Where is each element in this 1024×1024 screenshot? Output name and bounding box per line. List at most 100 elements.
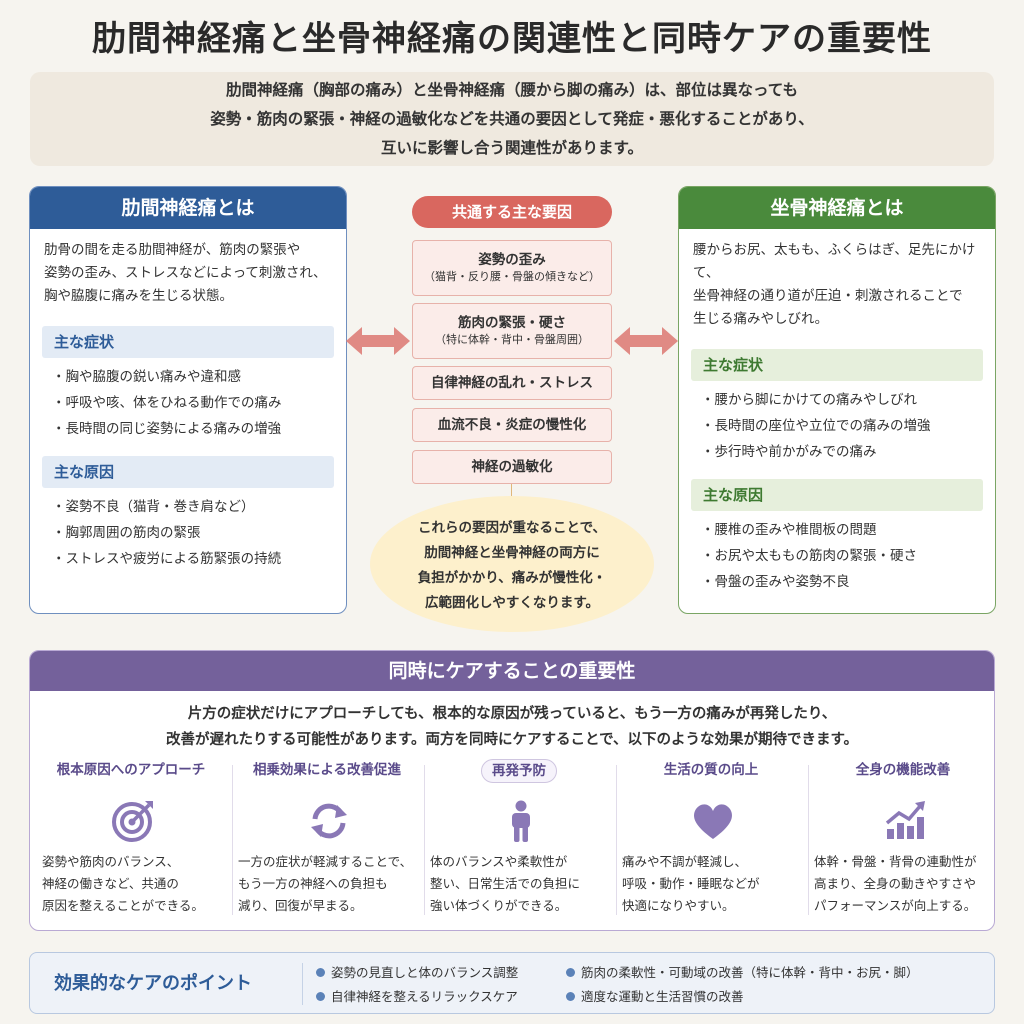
list-item: 胸や脇腹の鋭い痛みや違和感 (52, 364, 334, 390)
benefit-whole-body: 全身の機能改善 体幹・骨盤・背骨の連動性が 高まり、全身の動きやすさや パフォー… (808, 759, 994, 925)
divider (808, 765, 809, 915)
factor-autonomic: 自律神経の乱れ・ストレス (412, 366, 612, 400)
divider (302, 963, 303, 1005)
bullet-dot-icon (566, 968, 575, 977)
factor-label: 筋肉の緊張・硬さ (458, 315, 566, 331)
benefit-root-cause: 根本原因へのアプローチ 姿勢や筋肉のバランス、 神経の働きなど、共通の 原因を整… (36, 759, 226, 925)
benefit-line: 一方の症状が軽減することで、 (238, 854, 413, 869)
sciatica-symptoms-list: 腰から脚にかけての痛みやしびれ 長時間の座位や立位での痛みの増強 歩行時や前かが… (679, 381, 995, 465)
benefit-line: 減り、回復が早まる。 (238, 898, 363, 913)
list-item: 歩行時や前かがみでの痛み (701, 439, 983, 465)
page-title: 肋間神経痛と坐骨神経痛の関連性と同時ケアの重要性 (92, 19, 932, 59)
benefit-text: 体のバランスや柔軟性が 整い、日常生活での負担に 強い体づくりができる。 (430, 851, 614, 917)
benefit-title: 再発予防 (481, 759, 557, 783)
care-point-item: 筋肉の柔軟性・可動域の改善（特に体幹・背中・お尻・脚） (566, 964, 919, 982)
list-item: 長時間の座位や立位での痛みの増強 (701, 413, 983, 439)
intro-line: 姿勢・筋肉の緊張・神経の過敏化などを共通の要因として発症・悪化することがあり、 (210, 110, 814, 128)
benefits-row: 根本原因へのアプローチ 姿勢や筋肉のバランス、 神経の働きなど、共通の 原因を整… (36, 759, 990, 929)
list-item: 骨盤の歪みや姿勢不良 (701, 569, 983, 595)
intercostal-description: 肋骨の間を走る肋間神経が、筋肉の緊張や 姿勢の歪み、ストレスなどによって刺激され… (30, 229, 346, 308)
factor-label: 姿勢の歪み (478, 252, 546, 268)
factor-note: （特に体幹・背中・骨盤周囲） (435, 333, 589, 346)
benefit-line: 姿勢や筋肉のバランス、 (42, 854, 180, 869)
common-factors-heading: 共通する主な要因 (412, 196, 612, 228)
benefit-synergy: 相乗効果による改善促進 一方の症状が軽減することで、 もう一方の神経への負担も … (232, 759, 422, 925)
intro-line: 肋間神経痛（胸部の痛み）と坐骨神経痛（腰から脚の痛み）は、部位は異なっても (226, 81, 798, 99)
care-point-text: 自律神経を整えるリラックスケア (331, 989, 518, 1004)
care-point-text: 姿勢の見直しと体のバランス調整 (331, 965, 519, 980)
divider (616, 765, 617, 915)
care-point-item: 適度な運動と生活習慣の改善 (566, 988, 744, 1006)
description-line: 生じる痛みやしびれ。 (693, 311, 829, 327)
care-point-item: 自律神経を整えるリラックスケア (316, 988, 518, 1006)
factor-label: 自律神経の乱れ・ストレス (431, 375, 593, 391)
target-icon (112, 801, 153, 842)
summary-line: 負担がかかり、痛みが慢性化・ (417, 570, 607, 586)
summary-bubble: これらの要因が重なることで、 肋間神経と坐骨神経の両方に 負担がかかり、痛みが慢… (370, 496, 654, 632)
benefit-title: 生活の質の向上 (663, 762, 759, 778)
factor-posture: 姿勢の歪み （猫背・反り腰・骨盤の傾きなど） (412, 240, 612, 296)
heart-icon (694, 804, 732, 839)
care-points-title: 効果的なケアのポイント (54, 973, 252, 994)
list-item: 腰椎の歪みや椎間板の問題 (701, 517, 983, 543)
care-point-item: 姿勢の見直しと体のバランス調整 (316, 964, 518, 982)
list-item: 姿勢不良（猫背・巻き肩など） (52, 494, 334, 520)
benefit-quality-of-life: 生活の質の向上 痛みや不調が軽減し、 呼吸・動作・睡眠などが 快適になりやすい。 (616, 759, 806, 925)
care-points-box: 効果的なケアのポイント 姿勢の見直しと体のバランス調整 筋肉の柔軟性・可動域の改… (29, 952, 995, 1014)
factor-blood-flow: 血流不良・炎症の慢性化 (412, 408, 612, 442)
benefit-prevention: 再発予防 体のバランスや柔軟性が 整い、日常生活での負担に 強い体づくりができる… (424, 759, 614, 925)
growth-chart-icon (885, 801, 925, 839)
description-line: 坐骨神経の通り道が圧迫・刺激されることで (693, 288, 963, 304)
benefit-text: 痛みや不調が軽減し、 呼吸・動作・睡眠などが 快適になりやすい。 (622, 851, 806, 917)
sciatica-symptoms-heading: 主な症状 (691, 349, 983, 381)
sciatica-causes-list: 腰椎の歪みや椎間板の問題 お尻や太ももの筋肉の緊張・硬さ 骨盤の歪みや姿勢不良 (679, 511, 995, 595)
intercostal-card: 肋間神経痛とは 肋骨の間を走る肋間神経が、筋肉の緊張や 姿勢の歪み、ストレスなど… (29, 186, 347, 614)
benefit-title: 相乗効果による改善促進 (252, 762, 402, 778)
description-line: 姿勢の歪み、ストレスなどによって刺激され、 (44, 265, 327, 281)
benefit-line: 原因を整えることができる。 (42, 898, 204, 913)
divider (424, 765, 425, 915)
list-item: 胸郭周囲の筋肉の緊張 (52, 520, 334, 546)
benefit-line: 強い体づくりができる。 (430, 898, 568, 913)
list-item: お尻や太ももの筋肉の緊張・硬さ (701, 543, 983, 569)
factor-note: （猫背・反り腰・骨盤の傾きなど） (424, 270, 600, 283)
sciatica-causes-heading: 主な原因 (691, 479, 983, 511)
benefit-line: 体幹・骨盤・背骨の連動性が (814, 854, 977, 869)
summary-line: 肋間神経と坐骨神経の両方に (424, 545, 600, 561)
list-item: 腰から脚にかけての痛みやしびれ (701, 387, 983, 413)
description-line: 胸や脇腹に痛みを生じる状態。 (44, 288, 233, 304)
benefit-title-wrapper: 再発予防 (424, 759, 614, 783)
benefit-title: 全身の機能改善 (855, 762, 951, 778)
bullet-dot-icon (316, 968, 325, 977)
connector-line (511, 484, 512, 498)
summary-line: 広範囲化しやすくなります。 (424, 595, 599, 611)
benefit-text: 体幹・骨盤・背骨の連動性が 高まり、全身の動きやすさや パフォーマンスが向上する… (814, 851, 994, 917)
double-arrow-icon (614, 327, 678, 355)
care-point-text: 適度な運動と生活習慣の改善 (581, 989, 744, 1004)
sciatica-description: 腰からお尻、太もも、ふくらはぎ、足先にかけて、 坐骨神経の通り道が圧迫・刺激され… (679, 229, 995, 331)
description-line: 腰からお尻、太もも、ふくらはぎ、足先にかけて、 (693, 242, 976, 281)
factor-muscle-tension: 筋肉の緊張・硬さ （特に体幹・背中・骨盤周囲） (412, 303, 612, 359)
bullet-dot-icon (316, 992, 325, 1001)
intro-box: 肋間神経痛（胸部の痛み）と坐骨神経痛（腰から脚の痛み）は、部位は異なっても 姿勢… (30, 72, 994, 166)
benefit-line: 快適になりやすい。 (622, 898, 735, 913)
intercostal-symptoms-heading: 主な症状 (42, 326, 334, 358)
benefit-line: 呼吸・動作・睡眠などが (622, 876, 760, 891)
description-line: 片方の症状だけにアプローチしても、根本的な原因が残っていると、もう一方の痛みが再… (187, 706, 837, 722)
person-icon (512, 800, 530, 842)
benefit-line: 体のバランスや柔軟性が (430, 854, 568, 869)
intercostal-causes-heading: 主な原因 (42, 456, 334, 488)
intercostal-card-title: 肋間神経痛とは (30, 187, 346, 229)
list-item: ストレスや疲労による筋緊張の持続 (52, 546, 334, 572)
sciatica-card: 坐骨神経痛とは 腰からお尻、太もも、ふくらはぎ、足先にかけて、 坐骨神経の通り道… (678, 186, 996, 614)
benefit-line: もう一方の神経への負担も (238, 876, 388, 891)
benefit-line: 整い、日常生活での負担に (430, 876, 581, 891)
bullet-dot-icon (566, 992, 575, 1001)
factor-nerve-sensitization: 神経の過敏化 (412, 450, 612, 484)
benefit-line: パフォーマンスが向上する。 (814, 898, 977, 913)
summary-line: これらの要因が重なることで、 (417, 520, 607, 536)
intercostal-symptoms-list: 胸や脇腹の鋭い痛みや違和感 呼吸や咳、体をひねる動作での痛み 長時間の同じ姿勢に… (30, 358, 346, 442)
divider (232, 765, 233, 915)
benefit-line: 神経の働きなど、共通の (42, 876, 179, 891)
intercostal-causes-list: 姿勢不良（猫背・巻き肩など） 胸郭周囲の筋肉の緊張 ストレスや疲労による筋緊張の… (30, 488, 346, 572)
